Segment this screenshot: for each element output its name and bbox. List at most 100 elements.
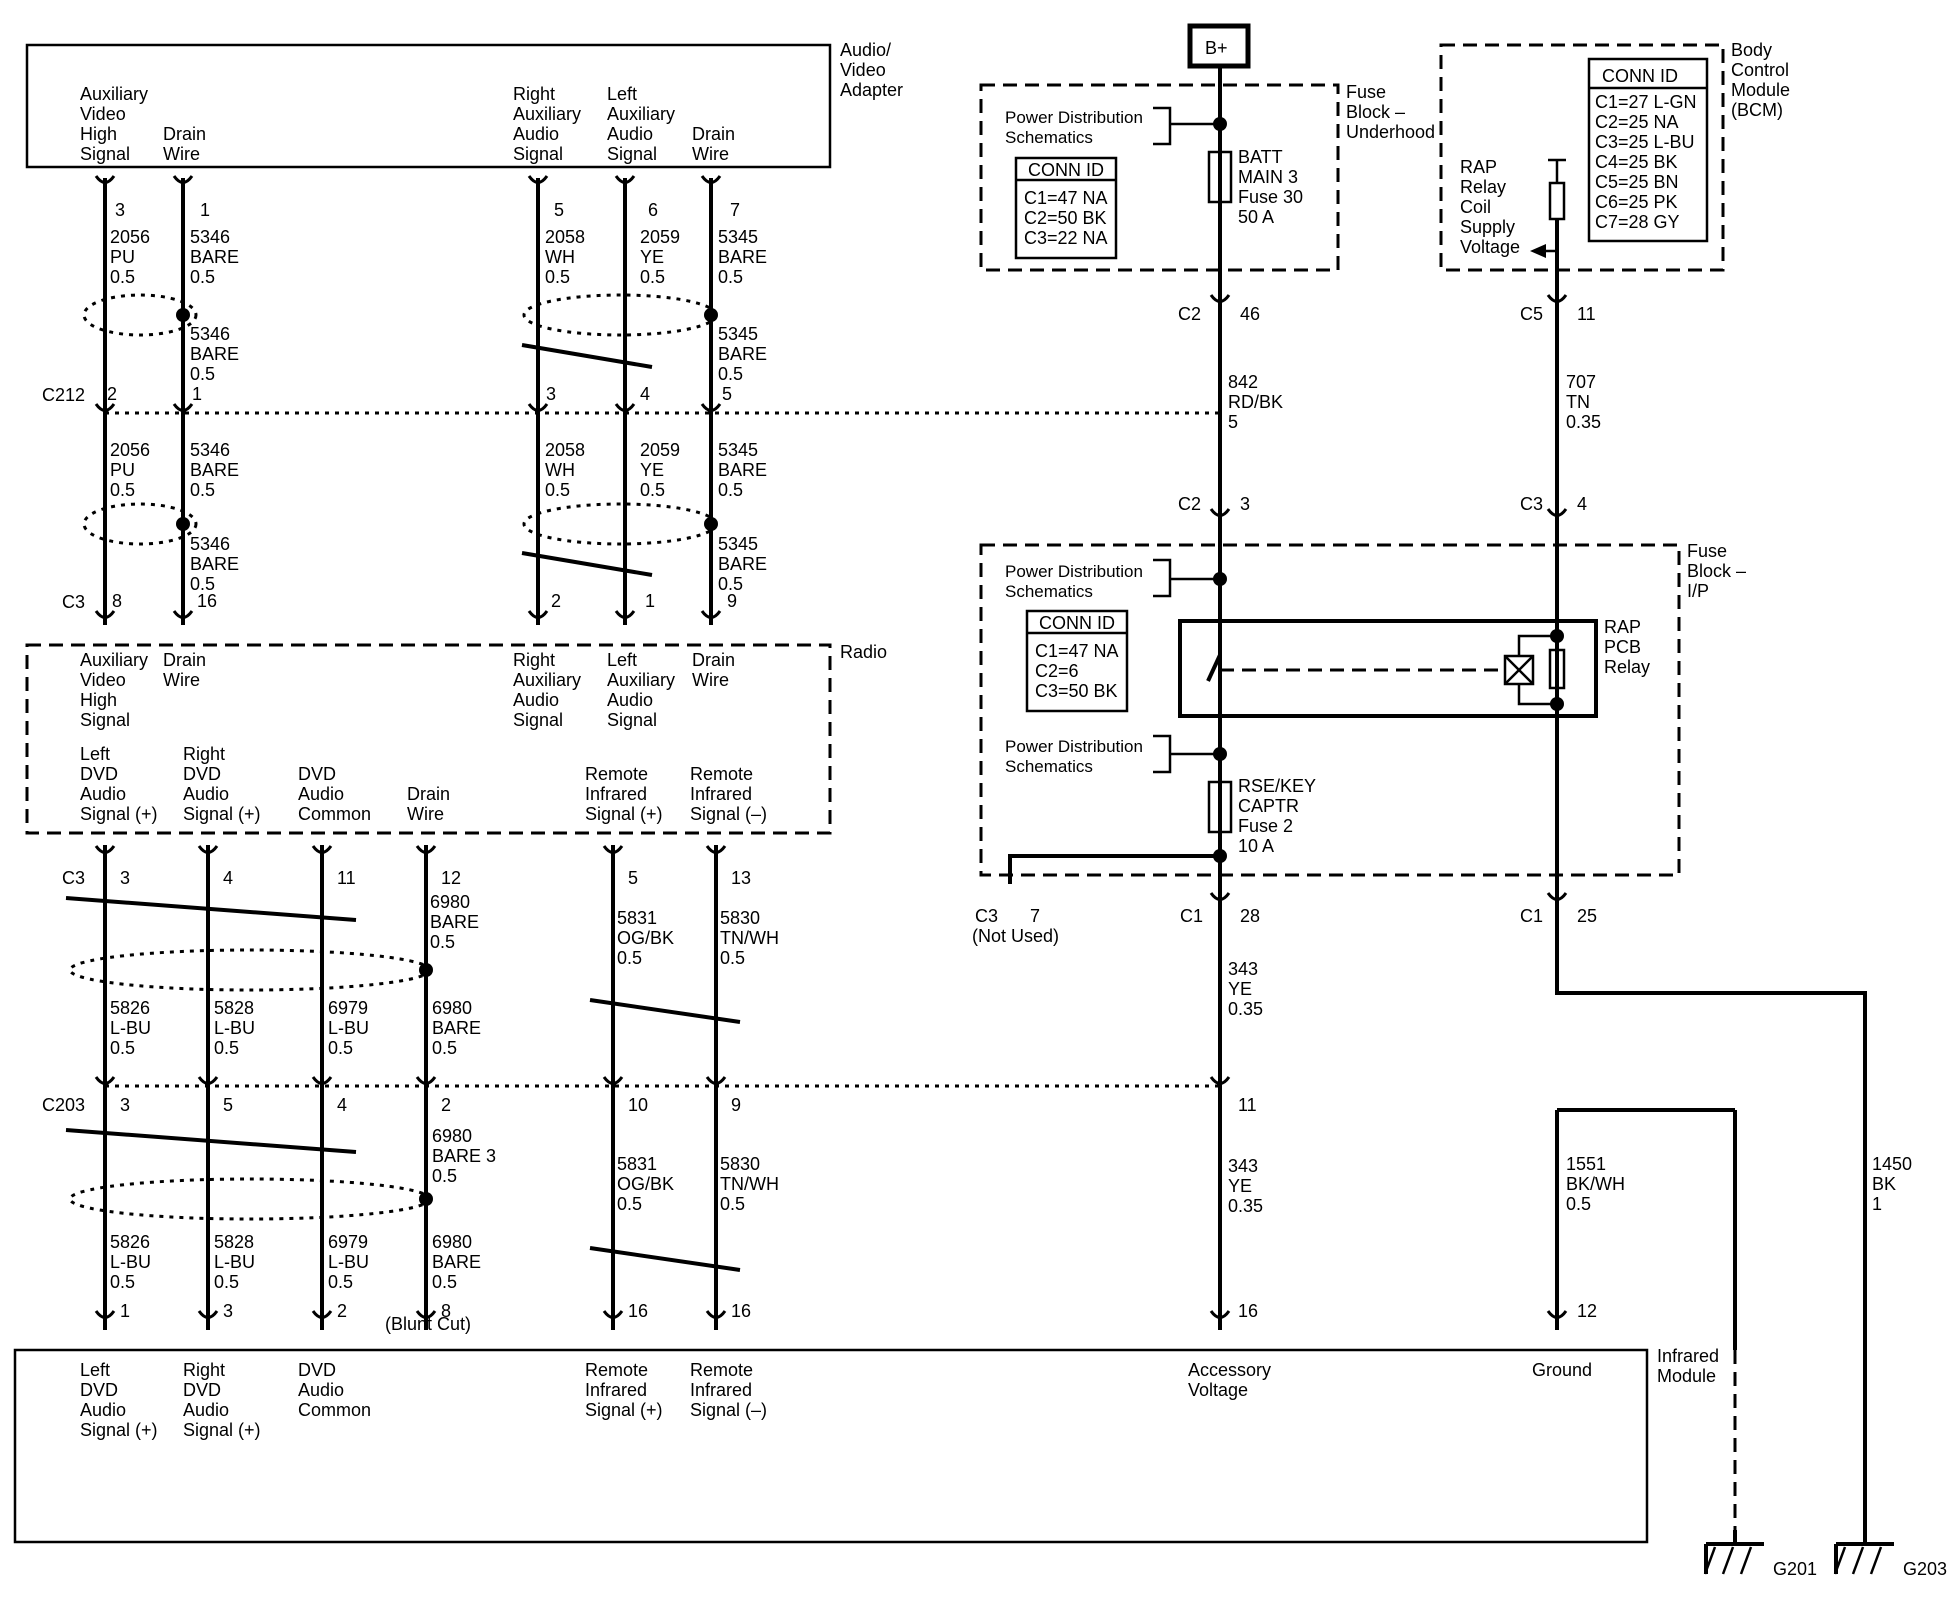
b-plus-label: B+ — [1205, 38, 1228, 58]
infrared-module-box — [13, 1348, 1649, 1544]
pin-label: Auxiliary — [80, 84, 148, 104]
pin-label: Common — [298, 1400, 371, 1420]
pin-label: Signal — [607, 144, 657, 164]
wire-label: 5831 — [617, 908, 657, 928]
wire-label: WH — [545, 247, 575, 267]
conn-id-title: CONN ID — [1602, 66, 1678, 86]
rap-supply-label: Relay — [1460, 177, 1506, 197]
twisted-pair-marker — [65, 1128, 357, 1154]
wire-label: 6979 — [328, 998, 368, 1018]
conn-id-title: CONN ID — [1039, 613, 1115, 633]
c203-terminal — [197, 1076, 219, 1085]
fuse-label: RSE/KEY — [1238, 776, 1316, 796]
wire-label: BARE — [718, 460, 767, 480]
splice-dot — [1550, 629, 1564, 643]
irm-terminal — [1209, 1310, 1231, 1319]
conn-id-line: C3=50 BK — [1035, 681, 1118, 701]
pin-number: 3 — [120, 1095, 130, 1115]
radio-c3-terminal — [94, 610, 116, 619]
pin-label: Signal (+) — [80, 804, 158, 824]
conn-id-line: C4=25 BK — [1595, 152, 1678, 172]
pin-label: Audio — [513, 690, 559, 710]
wire-label: 2059 — [640, 440, 680, 460]
wire-label: 1 — [1872, 1194, 1882, 1214]
pin-number: 5 — [722, 384, 732, 404]
fuse-label: MAIN 3 — [1238, 167, 1298, 187]
wire-label: 5826 — [110, 998, 150, 1018]
fbip-c3-terminal — [1546, 508, 1568, 517]
pin-number: 25 — [1577, 906, 1597, 926]
ava-terminal — [172, 175, 194, 184]
wire-label: 0.5 — [214, 1272, 239, 1292]
splice-dot — [176, 517, 190, 531]
pin-label: Left — [607, 650, 637, 670]
splice-dot — [704, 308, 718, 322]
pin-number: 3 — [223, 1301, 233, 1321]
audio-video-adapter-label: Audio/ — [840, 40, 891, 60]
conn-id-line: C2=50 BK — [1024, 208, 1107, 228]
pin-number: 5 — [628, 868, 638, 888]
wire-label: BARE — [190, 554, 239, 574]
c212-terminal — [172, 403, 194, 412]
irm-terminal — [94, 1310, 116, 1319]
wire-label: 0.5 — [432, 1038, 457, 1058]
pin-label: Right — [183, 744, 225, 764]
batt-fuse — [1207, 150, 1233, 204]
wire-label: 0.5 — [545, 480, 570, 500]
wire-label: BARE — [718, 344, 767, 364]
pin-label: Audio — [183, 784, 229, 804]
wire-label: YE — [640, 247, 664, 267]
ground-hatch — [1721, 1546, 1735, 1575]
voltage-arrow — [1530, 244, 1546, 258]
wire-label: TN/WH — [720, 928, 779, 948]
pin-label: Video — [80, 104, 126, 124]
shield-ellipse — [522, 502, 718, 546]
splice-dot — [1213, 572, 1227, 586]
connector-label: C3 — [975, 906, 998, 926]
pin-label: Wire — [407, 804, 444, 824]
wire-label: BARE — [190, 344, 239, 364]
pin-label: Right — [513, 84, 555, 104]
twisted-pair-marker — [65, 896, 357, 922]
relay-coil-return — [1517, 684, 1557, 706]
connector-label: C2 — [1178, 304, 1201, 324]
wire-label: 0.5 — [214, 1038, 239, 1058]
pin-label: Infrared — [690, 784, 752, 804]
pin-label: Left — [607, 84, 637, 104]
bcm-box — [1439, 43, 1725, 272]
fuse-label: 50 A — [1238, 207, 1274, 227]
wire-label: 5345 — [718, 440, 758, 460]
rap-supply-label: RAP — [1460, 157, 1497, 177]
wire-label: 0.5 — [718, 574, 743, 594]
ground-hatch — [1739, 1546, 1753, 1575]
audio-video-adapter-box — [25, 43, 832, 169]
pin-number: 11 — [1238, 1095, 1257, 1115]
pin-label: Remote — [690, 1360, 753, 1380]
pin-label: Infrared — [690, 1380, 752, 1400]
wire-label: PU — [110, 460, 135, 480]
infrared-module-label: Module — [1657, 1366, 1716, 1386]
pin-number: 7 — [730, 200, 740, 220]
pin-label: Audio — [607, 124, 653, 144]
fbu-c2-terminal — [1209, 294, 1231, 303]
connector-label: C3 — [62, 592, 85, 612]
pds-bracket — [1153, 558, 1172, 598]
irm-terminal — [415, 1310, 437, 1319]
pin-label: Remote — [585, 1360, 648, 1380]
wire-label: 0.35 — [1228, 1196, 1263, 1216]
pin-label: Accessory — [1188, 1360, 1271, 1380]
conn-id-line: C2=6 — [1035, 661, 1079, 681]
wire-label: 5346 — [190, 440, 230, 460]
pin-number: 13 — [731, 868, 751, 888]
fbip-c1-terminal — [1546, 892, 1568, 901]
pin-label: Signal (+) — [183, 804, 261, 824]
wire-label: 6979 — [328, 1232, 368, 1252]
wire-label: 5346 — [190, 227, 230, 247]
splice-dot — [419, 963, 433, 977]
radio-c3-terminal — [311, 845, 333, 854]
wire-label: L-BU — [214, 1252, 255, 1272]
wire-label: YE — [640, 460, 664, 480]
twisted-pair-marker — [589, 998, 741, 1024]
wire-1450 — [1555, 990, 1867, 1530]
pin-number: 2 — [107, 384, 117, 404]
